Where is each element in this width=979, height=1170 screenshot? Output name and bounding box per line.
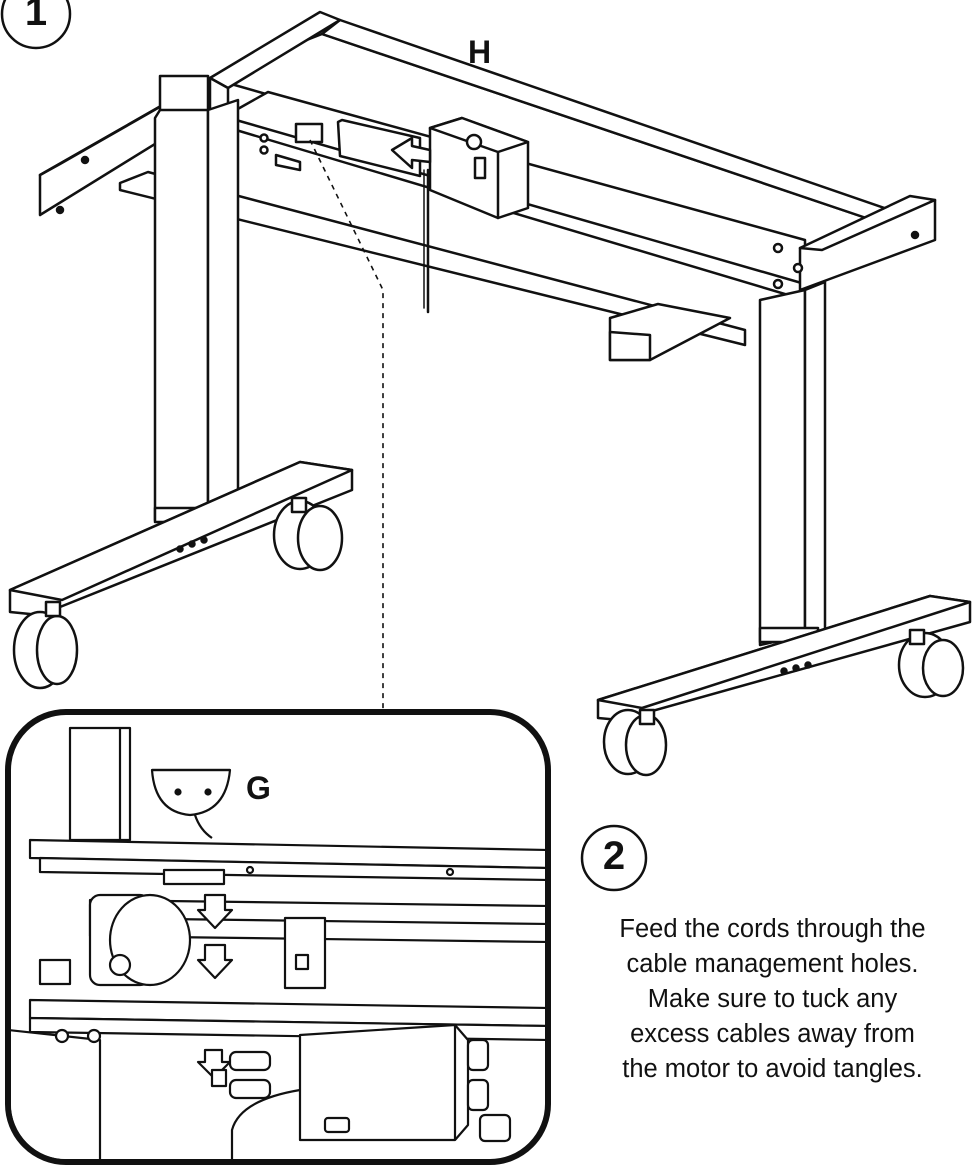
detail-inset — [5, 709, 551, 1165]
instruction-text: Feed the cords through the cable managem… — [566, 912, 979, 1087]
mount-plate — [259, 118, 422, 178]
left-top-cap — [208, 10, 342, 114]
motor-box-label: H — [468, 34, 492, 70]
insert-arrow — [390, 136, 432, 170]
lower-crossbar — [118, 170, 747, 362]
right-leg — [758, 280, 827, 647]
instruction-line: the motor to avoid tangles. — [622, 1055, 923, 1083]
right-foot — [596, 594, 972, 722]
instruction-line: cable management holes. — [626, 950, 919, 978]
step-2-badge — [580, 824, 648, 892]
instruction-line: Make sure to tuck any — [647, 985, 898, 1013]
left-leg — [153, 98, 240, 524]
step-1-number: 1 — [24, 0, 48, 34]
step-2-number: 2 — [602, 834, 626, 878]
motor-box-H — [428, 116, 530, 220]
controller-label: G — [246, 770, 271, 806]
left-foot — [8, 460, 354, 617]
instruction-line: excess cables away from — [630, 1020, 915, 1048]
right-rear-caster — [897, 628, 965, 699]
left-rear-caster — [272, 496, 344, 572]
right-front-caster — [602, 708, 668, 777]
left-front-caster — [12, 600, 79, 690]
instruction-line: Feed the cords through the — [619, 915, 926, 943]
step-1-badge — [0, 0, 72, 50]
right-top-arm — [772, 194, 937, 292]
